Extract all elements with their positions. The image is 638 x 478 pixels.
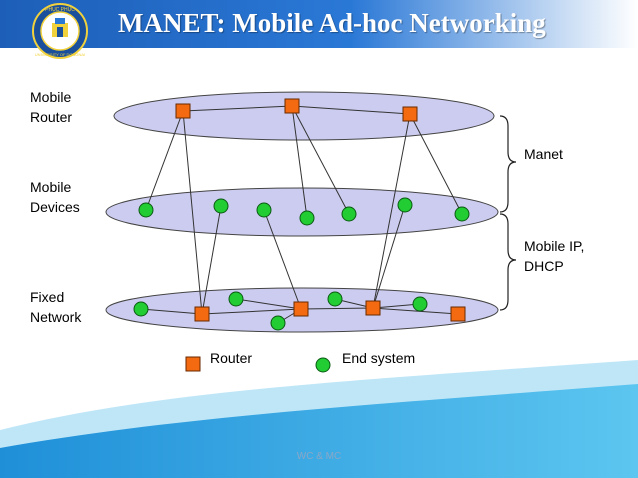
end-system-node — [341, 206, 357, 222]
legend-router-label: Router — [210, 350, 253, 366]
end-system-node — [213, 198, 229, 214]
end-system-node — [138, 202, 154, 218]
footer-text: WC & MC — [296, 451, 342, 462]
fixed-network-label-line1: Fixed — [30, 289, 65, 305]
router-node — [284, 98, 300, 114]
legend-end-system-label: End system — [342, 350, 416, 366]
mobile-ip-label-line2: DHCP — [524, 258, 564, 274]
end-systems — [133, 197, 470, 331]
router-node — [365, 300, 381, 316]
end-system-node — [299, 210, 315, 226]
mobile-devices-label-line2: Devices — [30, 199, 80, 215]
connections — [140, 105, 463, 324]
mobile-router-layer — [113, 91, 495, 141]
end-system-node — [270, 315, 286, 331]
end-system-node — [454, 206, 470, 222]
mobile-router-label-line2: Router — [30, 109, 73, 125]
fixed-network-label: Fixed Network — [30, 287, 81, 327]
manet-label-line1: Manet — [524, 146, 563, 162]
end-system-node — [256, 202, 272, 218]
router-node — [293, 301, 309, 317]
mobile-devices-label: Mobile Devices — [30, 177, 80, 217]
end-system-node — [228, 291, 244, 307]
end-system-node — [327, 291, 343, 307]
university-seal-icon: PHỤC PHỤC UNIVERSITY OF DONGNAI — [32, 3, 88, 59]
fixed-network-label-line2: Network — [30, 309, 82, 325]
manet-brace — [499, 115, 517, 213]
mobile-router-label: Mobile Router — [30, 87, 72, 127]
end-system-node — [412, 296, 428, 312]
router-node — [194, 306, 210, 322]
legend-router-icon — [185, 356, 201, 372]
mobile-devices-label-line1: Mobile — [30, 179, 72, 195]
router-node — [175, 103, 191, 119]
bottom-wave-decoration — [0, 360, 638, 478]
slide-title: MANET: Mobile Ad-hoc Networking — [118, 8, 546, 38]
legend-end-system-icon — [315, 357, 331, 373]
mobile-ip-brace — [499, 213, 517, 311]
mobile-router-label-line1: Mobile — [30, 89, 72, 105]
manet-label: Manet — [524, 144, 563, 164]
logo-top-text: PHỤC PHỤC — [45, 7, 75, 13]
mobile-ip-label: Mobile IP, DHCP — [524, 236, 584, 276]
header-bar — [0, 0, 638, 48]
end-system-node — [133, 301, 149, 317]
routers — [175, 98, 466, 322]
router-node — [402, 106, 418, 122]
mobile-ip-label-line1: Mobile IP, — [524, 238, 585, 254]
mobile-devices-layer — [105, 187, 499, 237]
logo-ring-text: UNIVERSITY OF DONGNAI — [35, 52, 85, 57]
end-system-node — [397, 197, 413, 213]
router-node — [450, 306, 466, 322]
